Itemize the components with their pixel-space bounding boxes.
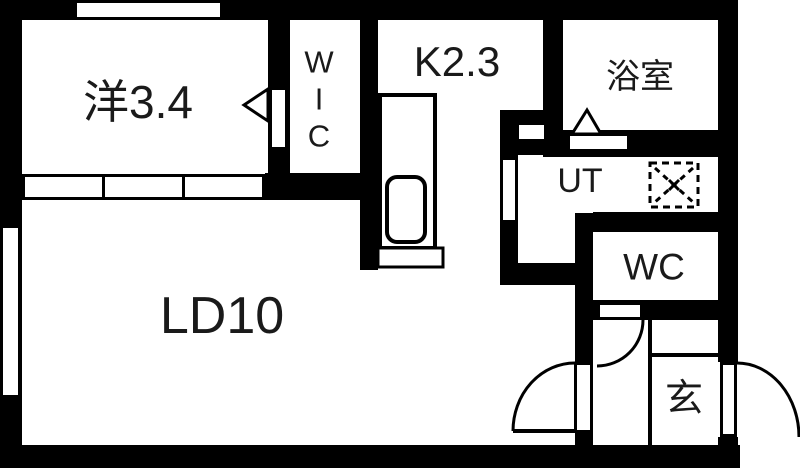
label-utility: UT [557,162,603,200]
label-bathroom: 浴室 [606,58,674,96]
wall-hall-west-stub [575,433,593,447]
label-living-dining: LD10 [159,287,285,345]
kitchen-sink [385,175,427,244]
wall-kitchen-west [360,20,378,270]
wall-kitchen-bath [543,20,563,132]
wc-door-leaf [597,302,643,320]
window-top [77,3,220,17]
wall-right-upper [718,0,738,362]
label-wic: WIC [301,44,337,156]
label-entrance: 玄 [664,378,704,420]
washing-machine-area [648,161,700,209]
sliding-panel [105,177,182,197]
sliding-door-3panel [22,174,265,200]
ld-door-arc [511,361,576,433]
kitchen-wall-opening [519,125,544,139]
wic-door-leaf [269,87,288,150]
sliding-panel [185,177,262,197]
wall-hall-west [575,213,593,362]
utility-door-opening [503,160,515,220]
kitchen-counter [376,93,445,269]
wall-utility-south [518,263,575,285]
wall-wic-bottom [265,173,378,200]
wall-right-lower [718,437,738,468]
sliding-panel [25,177,102,197]
bath-door-threshold [567,133,630,152]
entrance-door-arc [736,361,800,438]
wc-door-arc [596,319,645,368]
entrance-door-leaf [720,362,737,437]
label-western-room: 洋3.4 [83,76,193,128]
wall-utility-wc [593,212,718,232]
label-kitchen: K2.3 [413,38,501,85]
window-left [3,228,18,395]
wic-door-arrow [241,86,270,124]
ld-door-leaf [574,362,593,433]
label-toilet: WC [623,246,685,288]
wall-bottom [0,445,740,468]
